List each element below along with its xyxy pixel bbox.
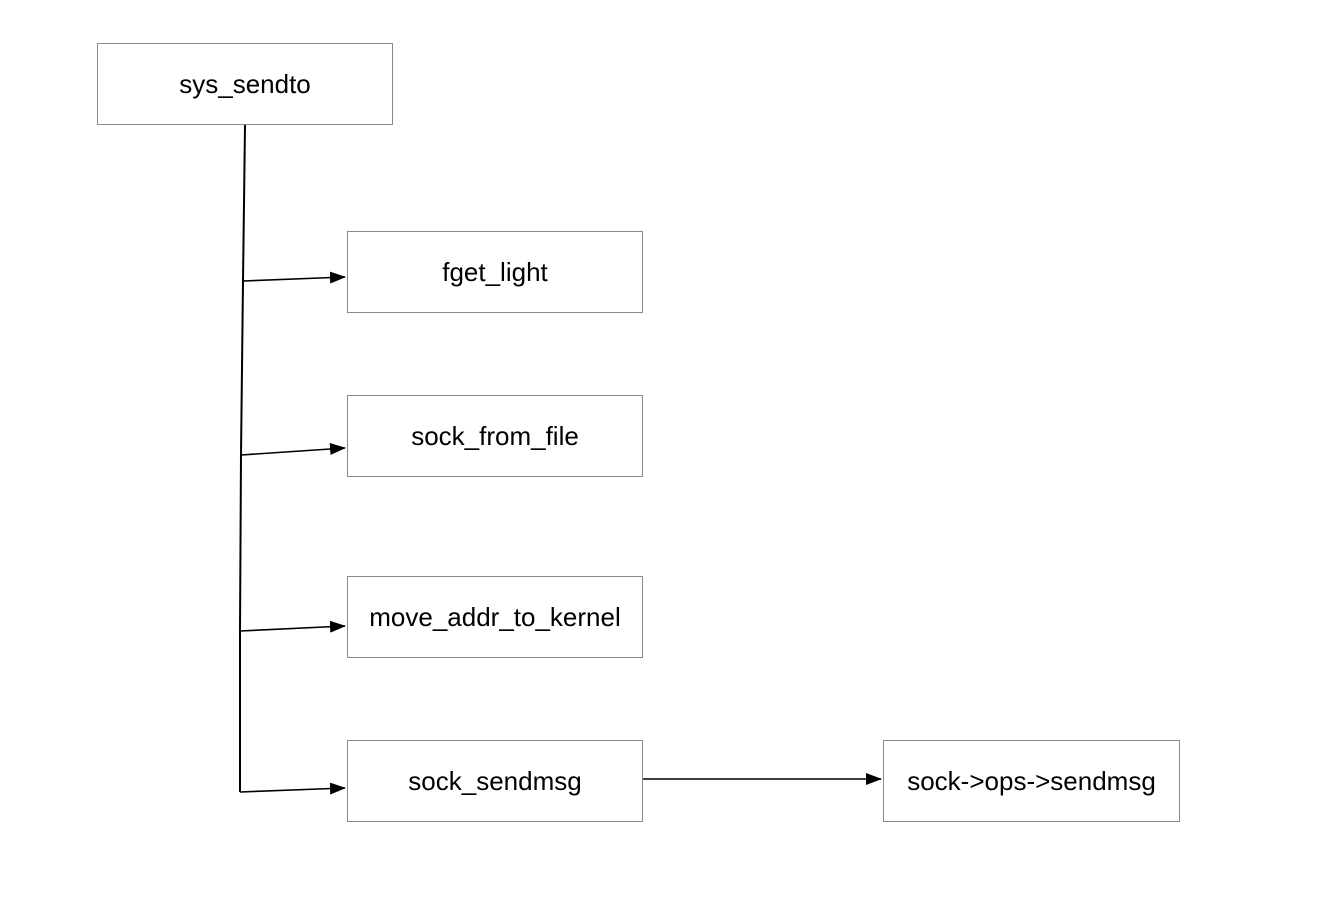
node-label: sock_from_file (411, 420, 579, 451)
edge-sys-sendto-to-fget-light (242, 271, 346, 284)
node-sock-from-file: sock_from_file (347, 395, 643, 477)
edge-sys-sendto-to-move-addr-to-kernel (239, 620, 346, 633)
node-move-addr-to-kernel: move_addr_to_kernel (347, 576, 643, 658)
node-sock-sendmsg: sock_sendmsg (347, 740, 643, 822)
node-fget-light: fget_light (347, 231, 643, 313)
node-label: fget_light (442, 256, 548, 287)
node-sys-sendto: sys_sendto (97, 43, 393, 125)
node-label: move_addr_to_kernel (369, 601, 621, 632)
edge-sys-sendto-to-sock-sendmsg (239, 782, 346, 795)
node-label: sock->ops->sendmsg (907, 765, 1156, 796)
node-sock-ops-sendmsg: sock->ops->sendmsg (883, 740, 1180, 822)
node-label: sock_sendmsg (408, 765, 582, 796)
node-label: sys_sendto (179, 68, 311, 99)
edge-sys-sendto-to-sock-from-file (240, 443, 346, 456)
trunk-line (239, 124, 246, 792)
